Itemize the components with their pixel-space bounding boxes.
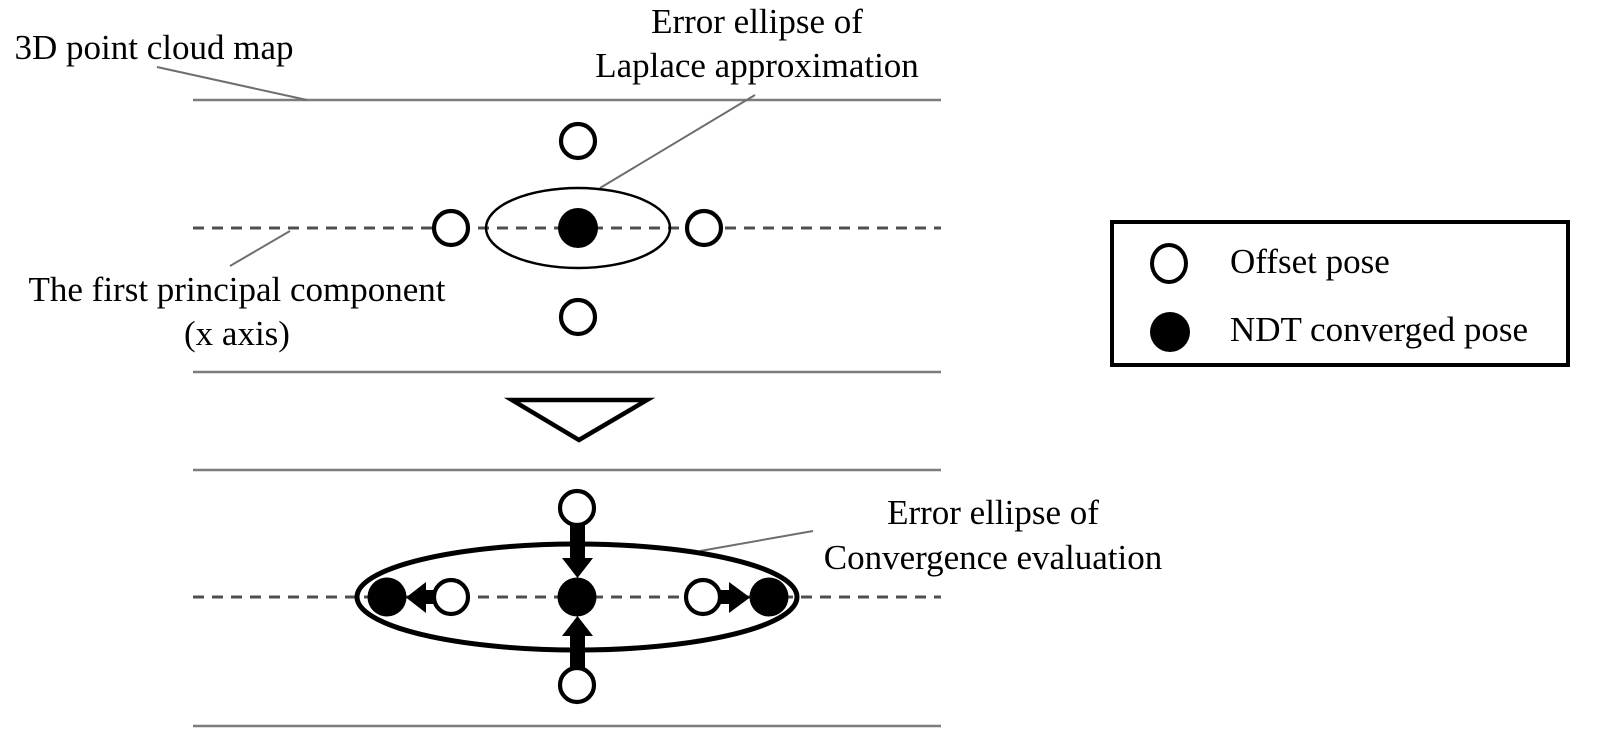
leader-laplace-label xyxy=(599,94,756,189)
leader-convergence-label xyxy=(699,530,814,552)
ndt-converged-pose-left-lower xyxy=(367,577,407,617)
offset-pose-top-lower xyxy=(557,488,597,528)
principal-component-label-line1: The first principal component xyxy=(28,270,446,309)
offset-pose-right-upper xyxy=(684,208,724,248)
convergence-arrow-up xyxy=(562,616,593,672)
leader-map-label xyxy=(156,66,308,101)
convergence-ellipse-label-line2: Convergence evaluation xyxy=(823,538,1163,577)
convergence-ellipse-label-line1: Error ellipse of xyxy=(887,493,1099,532)
legend-label-offset-pose: Offset pose xyxy=(1230,242,1390,281)
principal-component-label: The first principal component (x axis) xyxy=(17,268,457,356)
convergence-arrow-right xyxy=(716,582,750,613)
map-label: 3D point cloud map xyxy=(2,26,306,70)
offset-pose-right-lower xyxy=(683,577,723,617)
transition-triangle xyxy=(503,397,656,443)
convergence-ellipse-label: Error ellipse of Convergence evaluation xyxy=(793,490,1193,580)
laplace-error-ellipse xyxy=(484,186,672,270)
convergence-arrow-left xyxy=(406,582,438,613)
legend-label-ndt-converged-pose: NDT converged pose xyxy=(1230,310,1529,349)
laplace-ellipse-label-line1: Error ellipse of xyxy=(651,2,863,41)
leader-pca-label xyxy=(229,230,291,267)
legend-box: Offset pose NDT converged pose xyxy=(1110,220,1570,367)
offset-pose-bottom-lower xyxy=(557,665,597,705)
filled-circle-icon xyxy=(1150,312,1190,352)
laplace-ellipse-label: Error ellipse of Laplace approximation xyxy=(557,0,957,88)
ndt-converged-pose-right-lower xyxy=(749,577,789,617)
offset-pose-left-lower xyxy=(431,577,471,617)
map-label-text: 3D point cloud map xyxy=(14,28,294,67)
laplace-ellipse-label-line2: Laplace approximation xyxy=(595,46,919,85)
principal-component-label-line2: (x axis) xyxy=(184,314,290,353)
offset-pose-left-upper xyxy=(431,208,471,248)
offset-pose-bottom-upper xyxy=(558,297,598,337)
ndt-converged-pose-center-lower xyxy=(557,577,597,617)
convergence-arrow-down xyxy=(562,520,593,578)
ndt-converged-pose-center-upper xyxy=(558,208,598,248)
open-circle-icon xyxy=(1150,243,1188,284)
offset-pose-top-upper xyxy=(558,121,598,161)
